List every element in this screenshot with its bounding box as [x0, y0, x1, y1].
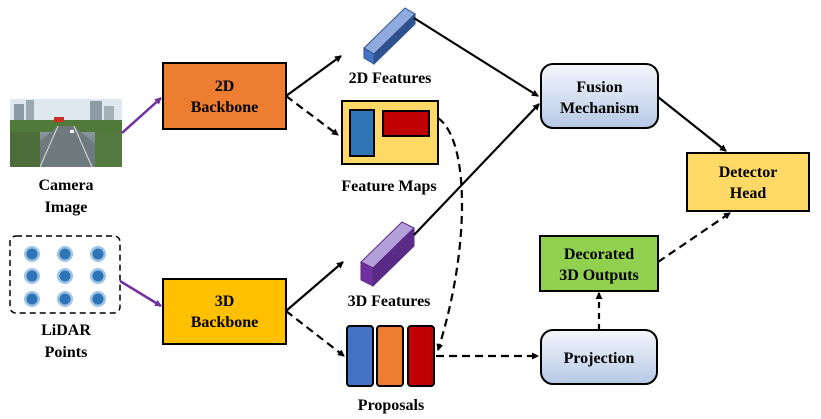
lidar-point — [59, 270, 71, 282]
detector-label-line2: Head — [730, 185, 767, 202]
feature-3d-block-icon — [360, 221, 415, 288]
camera-to-2d-arrow — [121, 97, 162, 134]
backbone3d-to-features3d-arrow — [285, 261, 344, 312]
lidar-point — [59, 248, 71, 260]
proposals-label: Proposals — [358, 397, 424, 414]
backbone-3d-label-line1: 3D — [215, 293, 235, 310]
featuremaps-to-proposals-curve — [436, 117, 464, 352]
lidar-to-3d-arrow — [119, 279, 162, 308]
proposals-icon — [346, 325, 435, 387]
features-2d-label: 2D Features — [349, 70, 432, 87]
lidar-point — [92, 248, 104, 260]
lidar-point — [26, 270, 38, 282]
detector-head-box: Detector Head — [686, 152, 810, 212]
projection-label: Projection — [564, 350, 635, 367]
fusion-mechanism-box: Fusion Mechanism — [540, 63, 659, 129]
fusion-to-detector-arrow — [657, 96, 727, 152]
lidar-point — [92, 270, 104, 282]
camera-label-line2: Image — [45, 199, 88, 216]
lidar-points-panel — [9, 235, 121, 314]
fusion-label-line2: Mechanism — [560, 100, 640, 117]
features2d-to-fusion-arrow — [413, 17, 539, 97]
decorated-label-line1: Decorated — [564, 246, 634, 263]
backbone3d-to-proposals-arrow — [285, 310, 345, 357]
lidar-label-line1: LiDAR — [41, 322, 91, 339]
backbone-3d-label-line2: Backbone — [191, 314, 259, 331]
decorated-label-line2: 3D Outputs — [559, 267, 639, 284]
features-3d-label: 3D Features — [348, 293, 431, 310]
camera-label-line1: Camera — [38, 177, 93, 194]
lidar-point — [26, 248, 38, 260]
feature-2d-block-icon — [363, 7, 416, 66]
lidar-point — [26, 293, 38, 305]
backbone2d-to-featuremaps-arrow — [285, 95, 339, 136]
decorated-outputs-box: Decorated 3D Outputs — [539, 235, 659, 292]
backbone-2d-label-line2: Backbone — [191, 99, 259, 116]
camera-image-thumbnail — [10, 99, 122, 168]
detector-label-line1: Detector — [719, 164, 778, 181]
lidar-point — [92, 293, 104, 305]
lidar-point — [59, 293, 71, 305]
backbone-2d-label-line1: 2D — [215, 78, 235, 95]
projection-box: Projection — [540, 329, 658, 385]
fusion-label-line1: Fusion — [576, 79, 622, 96]
feature-maps-label: Feature Maps — [341, 178, 436, 195]
backbone2d-to-features2d-arrow — [285, 55, 342, 97]
feature-maps-icon — [341, 100, 439, 165]
features3d-to-fusion-arrow — [413, 103, 540, 236]
backbone-2d-box: 2D Backbone — [162, 62, 287, 130]
decorated-to-detector-arrow — [657, 212, 731, 263]
backbone-3d-box: 3D Backbone — [162, 278, 287, 345]
lidar-label-line2: Points — [45, 344, 88, 361]
